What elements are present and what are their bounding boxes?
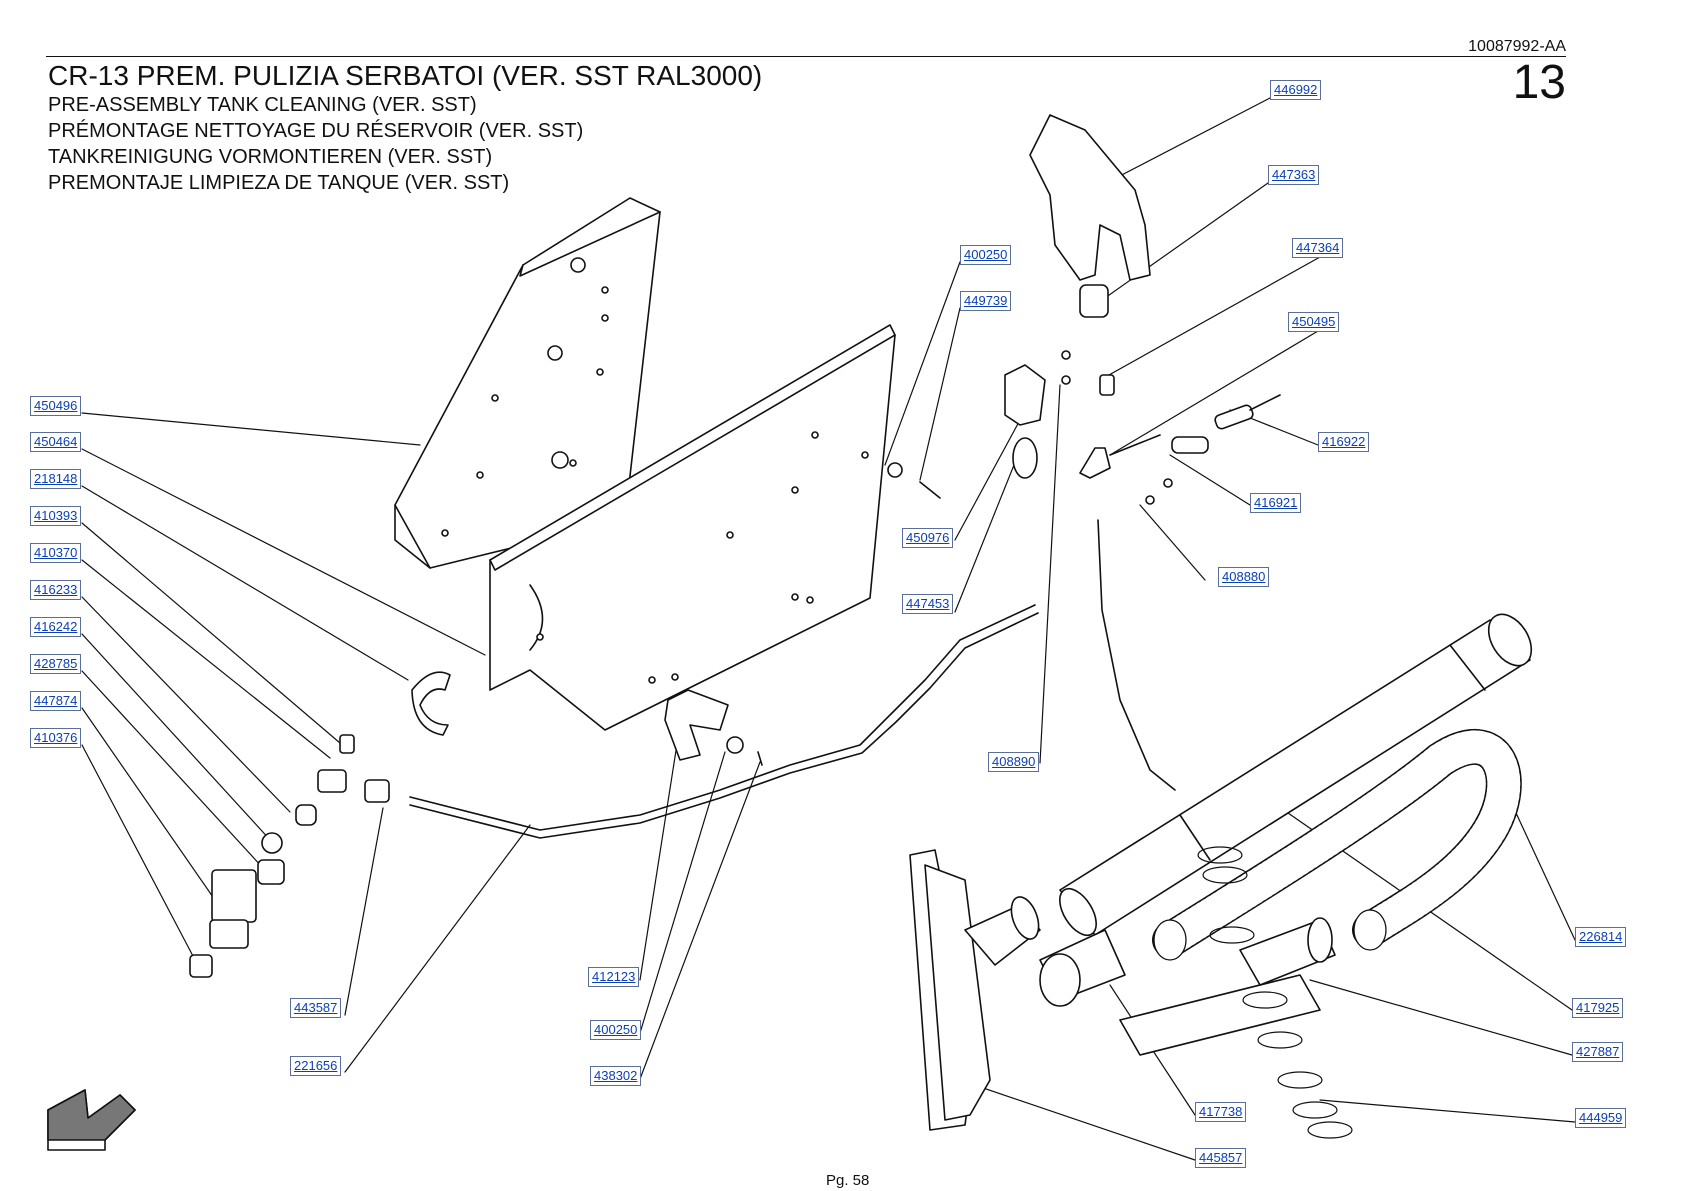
wand-tube	[1059, 613, 1533, 937]
part-label-438302[interactable]: 438302	[590, 1066, 642, 1086]
part-label-221656[interactable]: 221656	[290, 1056, 342, 1076]
part-label-400250-bottom[interactable]: 400250	[590, 1020, 642, 1040]
left-fittings	[189, 671, 451, 978]
part-label-450464[interactable]: 450464	[30, 432, 82, 452]
part-label-449739[interactable]: 449739	[960, 291, 1012, 311]
hand-tools	[1039, 917, 1336, 1056]
page-footer: Pg. 58	[826, 1172, 870, 1189]
section-number: 13	[1512, 56, 1566, 109]
part-label-444959[interactable]: 444959	[1575, 1108, 1627, 1128]
direction-arrow-icon	[47, 1089, 136, 1151]
part-label-410376[interactable]: 410376	[30, 728, 82, 748]
spring-coil	[1197, 846, 1353, 1139]
part-label-410393[interactable]: 410393	[30, 506, 82, 526]
part-label-450976[interactable]: 450976	[902, 528, 954, 548]
part-label-446992[interactable]: 446992	[1270, 80, 1322, 100]
part-label-447453[interactable]: 447453	[902, 594, 954, 614]
part-label-447364[interactable]: 447364	[1292, 238, 1344, 258]
part-label-428785[interactable]: 428785	[30, 654, 82, 674]
top-right-parts	[1004, 114, 1281, 505]
corrugated-hose	[1152, 729, 1522, 961]
wire-rod	[1097, 519, 1176, 791]
part-label-416242[interactable]: 416242	[30, 617, 82, 637]
part-label-417925[interactable]: 417925	[1572, 998, 1624, 1018]
part-label-412123[interactable]: 412123	[588, 967, 640, 987]
header-rule	[46, 56, 1566, 57]
part-label-447363[interactable]: 447363	[1268, 165, 1320, 185]
part-label-408880[interactable]: 408880	[1218, 567, 1270, 587]
part-label-416233[interactable]: 416233	[30, 580, 82, 600]
part-label-450496[interactable]: 450496	[30, 396, 82, 416]
back-panel	[489, 324, 896, 731]
part-label-417738[interactable]: 417738	[1195, 1102, 1247, 1122]
long-tube	[409, 604, 1039, 839]
part-label-218148[interactable]: 218148	[30, 469, 82, 489]
title-block: CR-13 PREM. PULIZIA SERBATOI (VER. SST R…	[48, 60, 762, 196]
part-label-427887[interactable]: 427887	[1572, 1042, 1624, 1062]
part-label-416921[interactable]: 416921	[1250, 493, 1302, 513]
middle-brackets	[664, 462, 941, 766]
part-label-400250-top[interactable]: 400250	[960, 245, 1012, 265]
floor-nozzle	[909, 849, 1041, 1131]
part-label-445857[interactable]: 445857	[1195, 1148, 1247, 1168]
part-label-226814[interactable]: 226814	[1575, 927, 1627, 947]
side-panel	[394, 197, 661, 569]
part-label-443587[interactable]: 443587	[290, 998, 342, 1018]
document-code: 10087992-AA	[1468, 38, 1566, 55]
part-label-416922[interactable]: 416922	[1318, 432, 1370, 452]
subtitle-fr: PRÉMONTAGE NETTOYAGE DU RÉSERVOIR (VER. …	[48, 120, 584, 142]
page-title: CR-13 PREM. PULIZIA SERBATOI (VER. SST R…	[48, 60, 763, 91]
subtitle-en: PRE-ASSEMBLY TANK CLEANING (VER. SST)	[48, 94, 477, 116]
subtitle-es: PREMONTAJE LIMPIEZA DE TANQUE (VER. SST)	[48, 172, 510, 194]
subtitle-de: TANKREINIGUNG VORMONTIEREN (VER. SST)	[48, 146, 493, 168]
part-label-450495[interactable]: 450495	[1288, 312, 1340, 332]
part-label-408890[interactable]: 408890	[988, 752, 1040, 772]
part-label-447874[interactable]: 447874	[30, 691, 82, 711]
part-label-410370[interactable]: 410370	[30, 543, 82, 563]
